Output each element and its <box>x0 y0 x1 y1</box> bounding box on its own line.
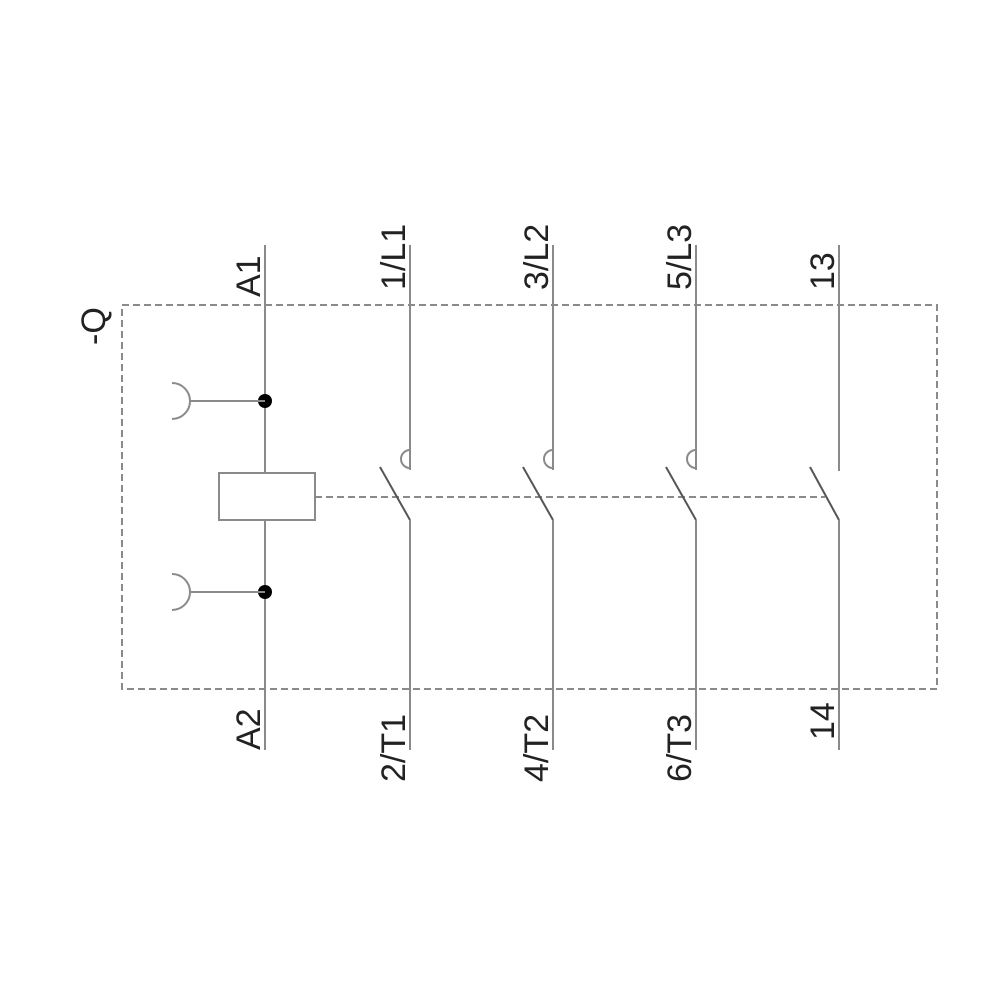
contact-2: 3/L2 4/T2 <box>518 224 556 782</box>
plug-socket-icon <box>171 382 191 420</box>
terminal-label: 14 <box>804 702 842 740</box>
device-designation: -Q <box>75 307 113 345</box>
plug-socket-icon <box>171 573 191 611</box>
contact-1: 1/L1 2/T1 <box>375 224 413 782</box>
terminal-label: 5/L3 <box>661 224 699 290</box>
terminal-label: 3/L2 <box>518 224 556 290</box>
terminal-label: 1/L1 <box>375 224 413 290</box>
auxiliary-contact: 13 14 <box>804 245 842 750</box>
contact-3: 5/L3 6/T3 <box>661 224 699 782</box>
terminal-label-a1: A1 <box>230 255 268 297</box>
terminal-label: 13 <box>804 252 842 290</box>
coil: A1 A2 <box>171 245 316 750</box>
terminal-label: 2/T1 <box>375 714 413 782</box>
terminal-label: 6/T3 <box>661 714 699 782</box>
terminal-label-a2: A2 <box>230 708 268 750</box>
terminal-label: 4/T2 <box>518 714 556 782</box>
device-boundary <box>121 304 938 690</box>
